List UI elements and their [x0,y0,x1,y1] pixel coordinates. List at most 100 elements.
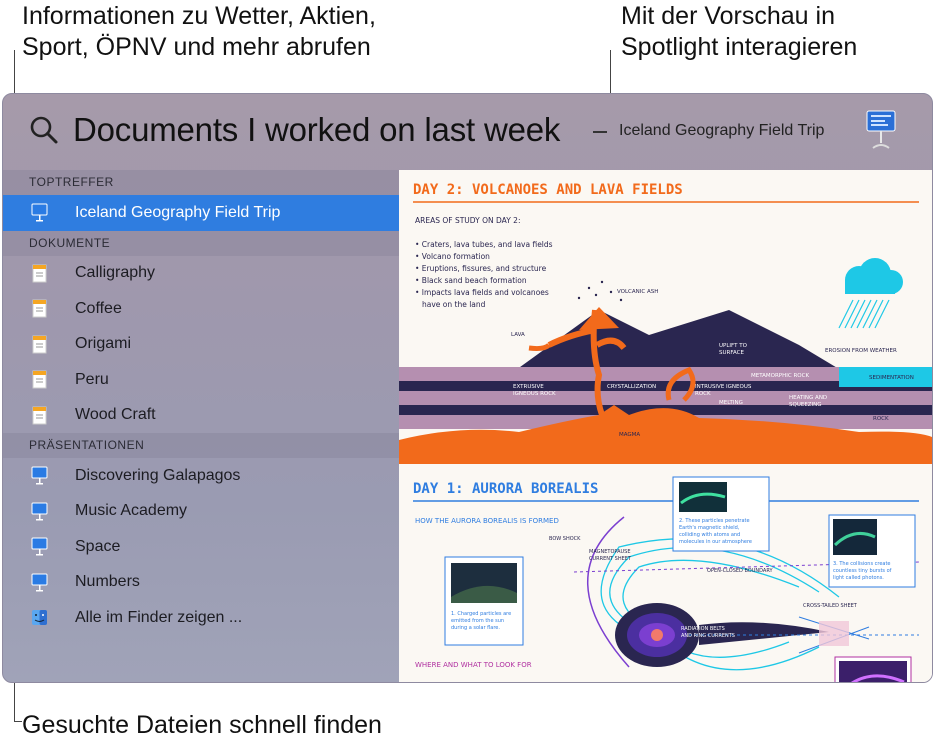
show-all-in-finder-label: Alle im Finder zeigen ... [75,608,243,626]
label-bowshock: BOW SHOCK [549,536,581,542]
label-intrusive-1: INTRUSIVE IGNEOUS [695,384,752,390]
keynote-icon [31,466,48,485]
section-header-top-hits: TOPTREFFER [3,170,399,195]
pages-icon [32,264,47,283]
label-radiation-2: AND RING CURRENTS [681,633,735,639]
label-crosstail: CROSS-TAILED SHEET [803,603,858,609]
section-header-presentations: PRÄSENTATIONEN [3,433,399,458]
stratum-2 [399,381,932,391]
label-openclosed: OPEN-CLOSED BOUNDARY [707,568,773,574]
label-heating-2: SQUEEZING [789,402,822,408]
callout-info-line1: Informationen zu Wetter, Aktien, [22,2,376,30]
info-card-2: 2. These particles penetrate Earth's mag… [672,476,770,552]
label-melting: MELTING [719,400,743,406]
info-card-3: 3. The collisions create countless tiny … [828,514,916,588]
result-item-music-academy[interactable]: Music Academy [3,494,399,530]
label-magnetopause-1: MAGNETOPAUSE [589,549,631,555]
callout-files: Gesuchte Dateien schnell finden [22,711,382,739]
label-magma: MAGMA [619,432,640,438]
result-item-origami[interactable]: Origami [3,327,399,363]
keynote-icon [31,203,48,222]
callout-info: Informationen zu Wetter, Aktien, Sport, … [22,1,376,63]
card3-line2: countless tiny bursts of [833,568,892,574]
preview-slide-volcanoes: DAY 2: VOLCANOES AND LAVA FIELDS AREAS O… [399,170,932,464]
result-item-wood-craft[interactable]: Wood Craft [3,398,399,434]
result-item-label: Calligraphy [75,264,156,282]
result-item-peru[interactable]: Peru [3,362,399,398]
label-sedrock-1: SEDIMENTARY [873,409,912,415]
bullet-3: • Eruptions, fissures, and structure [415,264,547,273]
label-metamorphic: METAMORPHIC ROCK [751,373,809,379]
card1-line1: 1. Charged particles are [451,611,511,617]
card2-line1: 2. These particles penetrate [679,518,750,524]
result-item-label: Discovering Galapagos [75,466,241,484]
label-intrusive-2: ROCK [695,391,711,397]
slide-title: DAY 1: AURORA BOREALIS [413,481,598,497]
bullet-5-cont: have on the land [422,300,486,309]
bullet-1: • Craters, lava tubes, and lava fields [415,240,553,249]
crater [579,307,619,330]
preview-slide-aurora: DAY 1: AURORA BOREALIS HOW THE AURORA BO… [399,467,932,682]
diagram-labels: VOLCANIC ASH LAVA UPLIFT TO SURFACE EROS… [511,289,914,438]
label-sedrock-2: ROCK [873,416,889,422]
label-erosion: EROSION FROM WEATHER [825,348,897,354]
result-item-label: Music Academy [75,502,188,520]
bullet-5: • Impacts lava fields and volcanoes [415,288,549,297]
card1-line3: during a solar flare. [451,625,500,631]
label-heating-1: HEATING AND [789,395,827,401]
top-hit-name: Iceland Geography Field Trip [619,122,825,139]
pages-icon [32,335,47,354]
preview-pane[interactable]: DAY 2: VOLCANOES AND LAVA FIELDS AREAS O… [399,170,932,682]
label-radiation-1: RADIATION BELTS [681,626,725,632]
label-crystallization: CRYSTALLIZATION [607,384,656,390]
callout-preview: Mit der Vorschau in Spotlight interagier… [621,1,857,63]
slide-subtitle: HOW THE AURORA BOREALIS IS FORMED [415,517,559,525]
search-bar[interactable]: Documents I worked on last week Iceland … [3,94,932,168]
lava-vein [547,309,627,416]
label-magnetopause-2: CURRENT SHEET [589,556,632,562]
query-separator [593,131,607,133]
keynote-icon [31,573,48,592]
pages-icon [32,370,47,389]
sediment-block [839,367,932,387]
callout-info-line2: Sport, ÖPNV und mehr abrufen [22,33,371,61]
result-item-iceland[interactable]: Iceland Geography Field Trip [3,195,399,231]
result-item-galapagos[interactable]: Discovering Galapagos [3,458,399,494]
bullet-list: • Craters, lava tubes, and lava fields •… [415,240,553,309]
earth [651,629,663,641]
pages-icon [32,299,47,318]
search-icon [30,116,58,144]
label-uplift-1: UPLIFT TO [719,343,748,349]
keynote-app-icon [866,110,896,149]
result-item-label: Iceland Geography Field Trip [75,203,281,221]
aurora-labels: BOW SHOCK MAGNETOPAUSE CURRENT SHEET OPE… [549,536,858,639]
callout-preview-line1: Mit der Vorschau in [621,2,835,30]
finder-icon [32,610,47,626]
search-query-text[interactable]: Documents I worked on last week [73,111,561,148]
spotlight-window: Documents I worked on last week Iceland … [2,93,933,683]
show-all-in-finder[interactable]: Alle im Finder zeigen ... [3,600,399,636]
bullet-4: • Black sand beach formation [415,276,527,285]
result-item-label: Peru [75,370,109,388]
stratum-3 [399,391,932,405]
info-card-4 [834,656,912,682]
card2-line4: molecules in our atmosphere [679,539,752,545]
result-item-label: Coffee [75,299,122,317]
bullet-2: • Volcano formation [415,252,490,261]
result-item-space[interactable]: Space [3,529,399,565]
slide-footer: WHERE AND WHAT TO LOOK FOR [415,661,532,669]
keynote-icon [31,537,48,556]
slide-title: DAY 2: VOLCANOES AND LAVA FIELDS [413,182,683,198]
result-item-coffee[interactable]: Coffee [3,291,399,327]
pages-icon [32,406,47,425]
callout-preview-line2: Spotlight interagieren [621,33,858,61]
result-item-numbers[interactable]: Numbers [3,565,399,601]
label-extrusive-1: EXTRUSIVE [513,384,544,390]
result-item-calligraphy[interactable]: Calligraphy [3,256,399,292]
rain-cloud-icon [838,258,903,329]
card1-line2: emitted from the sun [451,618,504,624]
results-sidebar: TOPTREFFER Iceland Geography Field Trip … [3,170,399,682]
section-header-documents: DOKUMENTE [3,230,399,256]
cross-tail-sheet [819,621,849,646]
slide-subtitle: AREAS OF STUDY ON DAY 2: [415,216,520,225]
